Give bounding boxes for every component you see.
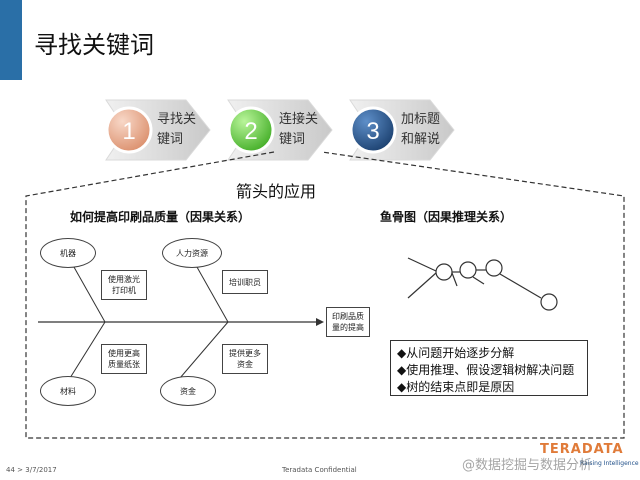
ellipse-materials: 材料 [40, 376, 96, 406]
step-3-label: 加标题 和解说 [401, 112, 441, 147]
box-print-quality-result: 印刷品质 量的提高 [326, 307, 370, 337]
bullet-text: 使用推理、假设逻辑树解决问题 [406, 363, 575, 377]
bullet-item: ◆从问题开始逐步分解 [397, 346, 515, 360]
bullet-text: 树的结束点即是原因 [406, 380, 515, 394]
box-train-staff: 培训职员 [222, 270, 268, 294]
step-3-circle [349, 106, 397, 154]
ellipse-funds: 资金 [160, 376, 216, 406]
footer-confidential: Teradata Confidential [282, 466, 357, 474]
step-1-circle [105, 106, 153, 154]
ellipse-human-resources: 人力资源 [162, 238, 222, 268]
bullet-item: ◆使用推理、假设逻辑树解决问题 [397, 363, 575, 377]
footer-page-info: 44 > 3/7/2017 [6, 466, 57, 474]
step-2-circle [227, 106, 275, 154]
step-1-number: 1 [122, 118, 135, 145]
process-chevrons: 1 2 3 [105, 99, 455, 161]
logic-tree-bullet-box: ◆从问题开始逐步分解 ◆使用推理、假设逻辑树解决问题 ◆树的结束点即是原因 [390, 340, 588, 396]
bullet-text: 从问题开始逐步分解 [406, 346, 515, 360]
teradata-tagline: Raising Intelligence [580, 460, 639, 467]
step-3-number: 3 [366, 118, 379, 145]
left-panel-heading: 如何提高印刷品质量（因果关系） [70, 210, 251, 224]
slide-title: 寻找关键词 [34, 31, 154, 59]
page-separator: > [17, 466, 24, 474]
ellipse-machine: 机器 [40, 238, 96, 268]
watermark-text: @数据挖掘与数据分析 [462, 458, 593, 473]
box-laser-printer: 使用激光 打印机 [101, 270, 147, 300]
bullet-item: ◆树的结束点即是原因 [397, 380, 515, 394]
teradata-logo: TERADATA [540, 442, 624, 457]
box-more-funds: 提供更多 资金 [222, 344, 268, 374]
header-accent-bar [0, 0, 22, 80]
right-panel-heading: 鱼骨图（因果推理关系） [380, 210, 513, 224]
step-2-label: 连接关 键词 [279, 112, 319, 147]
section-heading: 箭头的应用 [236, 182, 317, 201]
page-number: 44 [6, 466, 15, 474]
slide-date: 3/7/2017 [25, 466, 57, 474]
step-2-number: 2 [244, 118, 257, 145]
step-1-label: 寻找关 键词 [157, 112, 197, 147]
box-better-paper: 使用更高 质量纸张 [101, 344, 147, 374]
